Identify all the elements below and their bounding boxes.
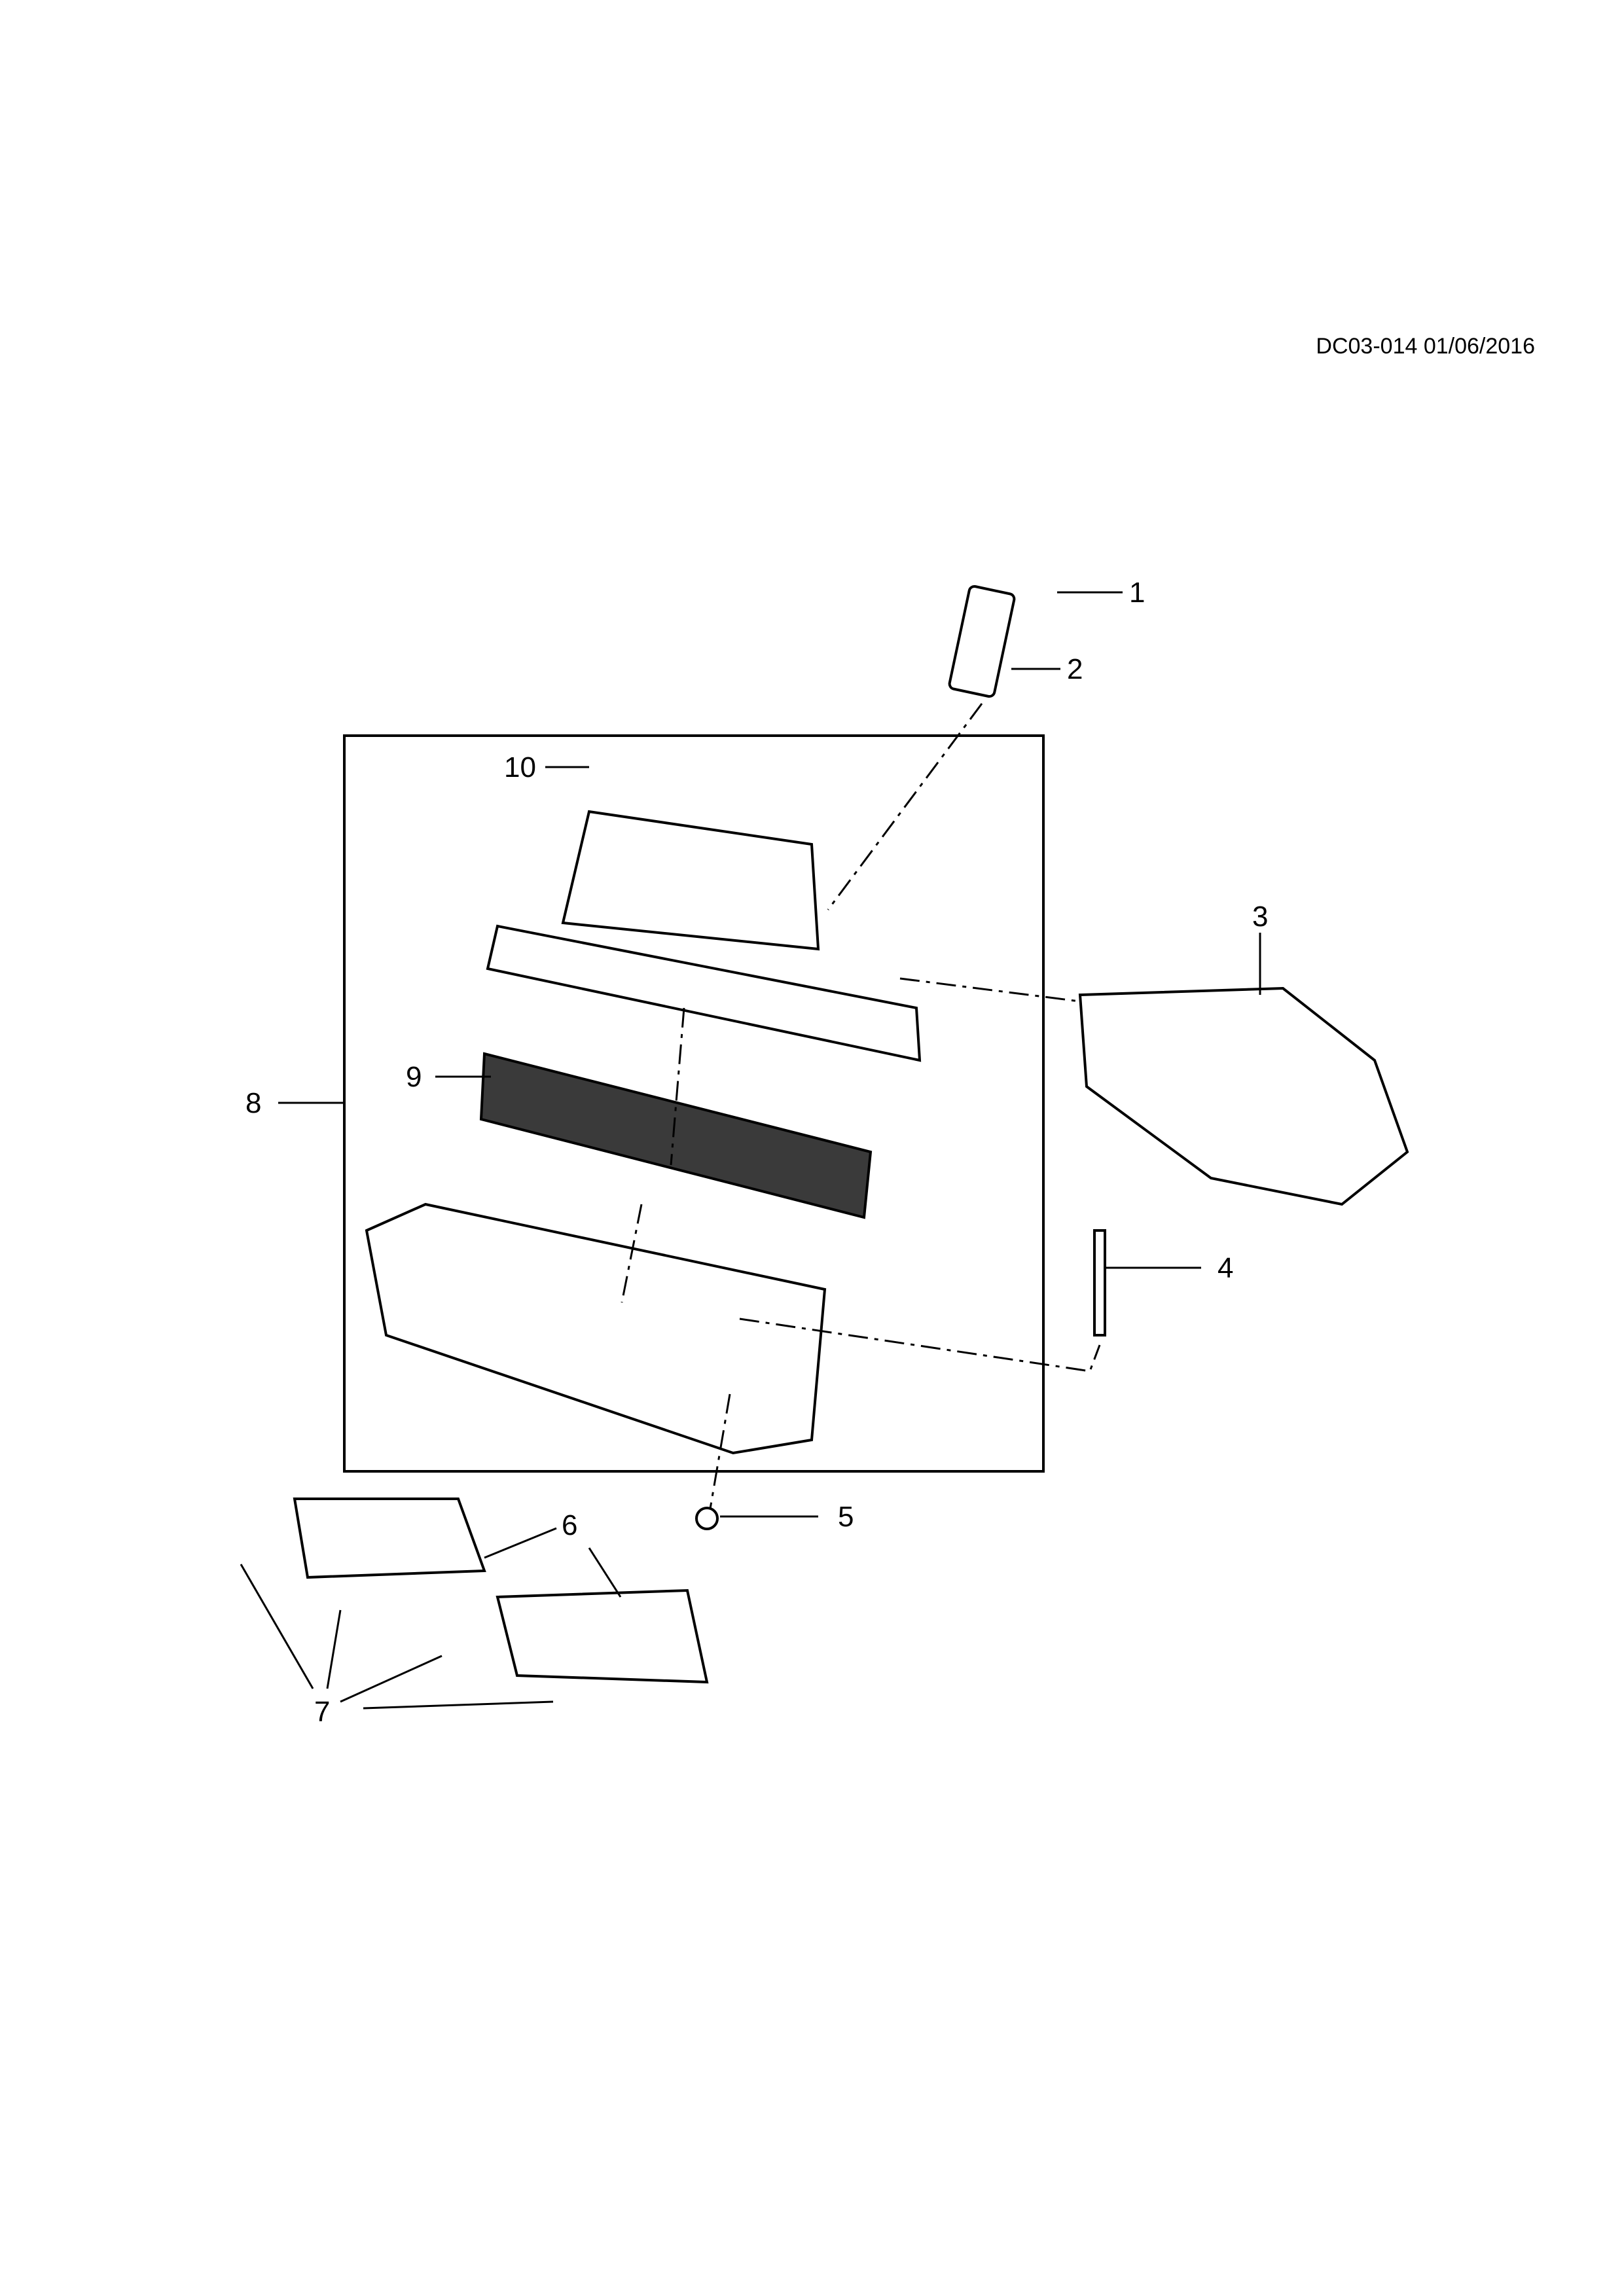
callout-9: 9	[406, 1061, 422, 1093]
drawing-reference: DC03-014 01/06/2016	[1316, 334, 1535, 359]
part-duct-seal-1	[293, 1498, 486, 1579]
part-air-cleaner-lid	[486, 810, 922, 1062]
leader-7d	[363, 1700, 554, 1710]
part-mass-air-flow-sensor	[948, 584, 1016, 698]
assembly-line-lid-filter	[670, 1007, 685, 1166]
leader-6b	[588, 1547, 622, 1598]
callout-8: 8	[245, 1087, 261, 1119]
assembly-line-sensor	[827, 703, 983, 910]
callout-10: 10	[504, 751, 536, 783]
part-intake-duct	[1078, 986, 1409, 1206]
callout-7: 7	[314, 1696, 330, 1728]
assembly-line-bolt	[739, 1318, 1101, 1372]
leader-7a	[240, 1564, 314, 1689]
assembly-line-duct	[899, 977, 1081, 1003]
callout-1: 1	[1129, 577, 1145, 609]
callout-4: 4	[1218, 1252, 1233, 1284]
part-duct-seal-2	[496, 1588, 709, 1684]
leader-6	[484, 1527, 557, 1559]
part-bolt	[1093, 1229, 1106, 1336]
assembly-line-grommet	[709, 1393, 731, 1509]
leader-7b	[326, 1609, 342, 1689]
leader-7c	[340, 1655, 442, 1703]
assembly-line-filter-housing	[621, 1204, 643, 1303]
callout-3: 3	[1252, 901, 1268, 933]
callout-5: 5	[838, 1501, 854, 1533]
callout-6: 6	[562, 1509, 577, 1541]
part-air-cleaner-housing	[365, 1202, 827, 1455]
part-grommet	[695, 1507, 719, 1530]
callout-2: 2	[1067, 653, 1083, 685]
part-air-filter-element	[479, 1052, 873, 1219]
